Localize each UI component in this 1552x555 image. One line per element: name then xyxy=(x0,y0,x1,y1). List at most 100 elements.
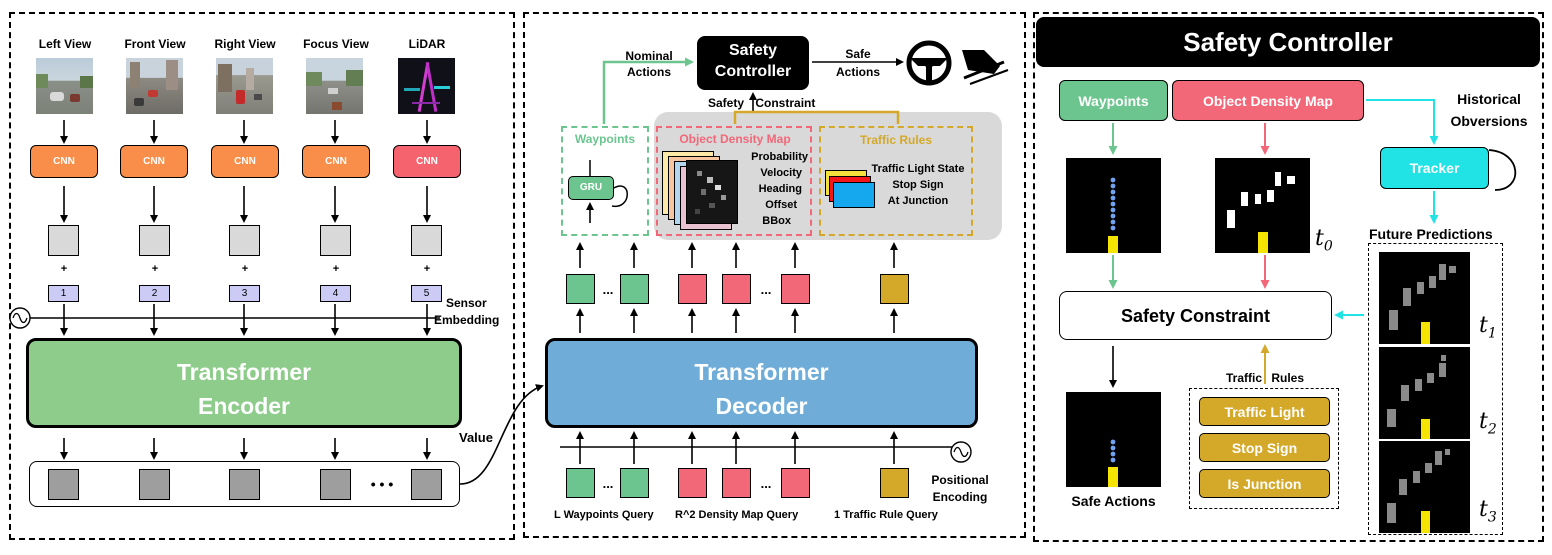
waypoint-query-token xyxy=(566,468,595,498)
density-query-token xyxy=(781,468,810,498)
future-predictions-label: Future Predictions xyxy=(1369,226,1493,242)
sensor-id-token: 4 xyxy=(320,285,351,302)
sensor-id-token: 3 xyxy=(229,285,260,302)
safety-controller-title: Safety Controller xyxy=(1183,27,1393,57)
positional-encoding-label: Positional xyxy=(931,473,989,487)
density-output-token xyxy=(722,274,751,304)
prediction-map-t1 xyxy=(1379,252,1470,344)
cnn-block-right: CNN xyxy=(211,145,279,178)
density-map-t0 xyxy=(1215,158,1310,253)
cnn-block-lidar: CNN xyxy=(393,145,461,178)
traffic-output-token xyxy=(880,274,909,304)
output-token xyxy=(139,469,170,500)
traffic-rule-layer xyxy=(833,182,875,208)
gru-block: GRU xyxy=(568,176,614,200)
output-token xyxy=(229,469,260,500)
density-output-token xyxy=(678,274,707,304)
density-query-label: R^2 Density Map Query xyxy=(675,509,799,521)
waypoint-output-token xyxy=(566,274,595,304)
safe-actions-map xyxy=(1066,392,1161,487)
prediction-map-t3 xyxy=(1379,441,1470,533)
focus-view-image xyxy=(306,58,363,114)
safe-actions-label: Actions xyxy=(835,65,880,79)
density-attribute: Velocity xyxy=(760,167,802,179)
output-token xyxy=(411,469,442,500)
rule-is-junction: Is Junction xyxy=(1199,469,1330,498)
dots: ... xyxy=(602,476,614,491)
time-label-t0: t0 xyxy=(1315,226,1333,255)
traffic-rule-item: Traffic Light State xyxy=(871,163,965,175)
feature-token xyxy=(229,225,260,256)
safety-controller-box: Safety Controller xyxy=(697,36,809,90)
tracker-box: Tracker xyxy=(1380,147,1489,189)
waypoint-output-token xyxy=(620,274,649,304)
decoder-panel xyxy=(523,12,1026,538)
traffic-rules-label: Traffic Rules xyxy=(1225,371,1305,385)
encoder-panel xyxy=(9,12,515,540)
safety-controller-panel xyxy=(1033,12,1544,542)
cnn-block-focus: CNN xyxy=(302,145,370,178)
historical-observations-label: Obversions xyxy=(1450,113,1528,129)
feature-token xyxy=(48,225,79,256)
view-label-front: Front View xyxy=(124,37,186,51)
traffic-rule-item: Stop Sign xyxy=(892,179,944,191)
sensor-embedding-label: Sensor xyxy=(446,296,487,310)
object-density-map-box: Object Density Map xyxy=(1172,80,1364,121)
rule-traffic-light: Traffic Light xyxy=(1199,397,1330,426)
value-label: Value xyxy=(459,430,493,445)
plus-sign: + xyxy=(151,263,159,275)
sensor-id-token: 5 xyxy=(411,285,442,302)
sensor-id-token: 1 xyxy=(48,285,79,302)
waypoints-head-box xyxy=(561,126,649,236)
density-attribute: Probability xyxy=(751,151,808,163)
dots: ... xyxy=(760,282,772,297)
safe-actions-label: Safe xyxy=(845,47,871,61)
prediction-map-t2 xyxy=(1379,347,1470,439)
traffic-rule-item: At Junction xyxy=(887,195,949,207)
traffic-query-token xyxy=(880,468,909,498)
output-token xyxy=(320,469,351,500)
positional-encoding-label: Encoding xyxy=(932,490,988,504)
plus-sign: + xyxy=(332,263,340,275)
nominal-actions-label: Nominal xyxy=(625,49,673,63)
sensor-id-token: 2 xyxy=(139,285,170,302)
traffic-rules-box xyxy=(1189,388,1339,509)
time-label-t2: t2 xyxy=(1479,409,1497,438)
safety-constraint-label: Safety Constraint xyxy=(708,96,816,110)
plus-sign: + xyxy=(423,263,431,275)
cnn-block-front: CNN xyxy=(120,145,188,178)
rule-stop-sign: Stop Sign xyxy=(1199,433,1330,462)
density-output-token xyxy=(781,274,810,304)
waypoints-head-label: Waypoints xyxy=(574,132,636,146)
cnn-block-left: CNN xyxy=(30,145,98,178)
view-label-lidar: LiDAR xyxy=(408,37,446,51)
view-label-focus: Focus View xyxy=(303,37,369,51)
output-token xyxy=(48,469,79,500)
view-label-right: Right View xyxy=(214,37,276,51)
plus-sign: + xyxy=(60,263,68,275)
waypoints-map xyxy=(1066,158,1161,253)
historical-observations-label: Historical xyxy=(1457,91,1521,107)
waypoints-box: Waypoints xyxy=(1059,80,1168,121)
ellipsis: • • • xyxy=(370,476,394,492)
future-predictions-box xyxy=(1368,243,1503,535)
waypoint-query-token xyxy=(620,468,649,498)
safety-controller-title-bar: Safety Controller xyxy=(1036,17,1540,67)
sensor-embedding-label: Embedding xyxy=(434,313,500,327)
traffic-query-label: 1 Traffic Rule Query xyxy=(834,509,938,521)
feature-token xyxy=(411,225,442,256)
feature-token xyxy=(320,225,351,256)
right-view-image xyxy=(216,58,273,114)
traffic-rules-head-box xyxy=(819,126,973,236)
waypoints-query-label: L Waypoints Query xyxy=(554,509,654,521)
safety-constraint-box: Safety Constraint xyxy=(1059,291,1332,340)
dots: ... xyxy=(760,476,772,491)
density-attribute: Offset xyxy=(765,199,797,211)
front-view-image xyxy=(126,58,183,114)
plus-sign: + xyxy=(241,263,249,275)
density-map-head-box xyxy=(656,126,812,236)
transformer-decoder: Transformer Decoder xyxy=(545,338,978,428)
safe-actions-label: Safe Actions xyxy=(1071,493,1156,509)
time-label-t1: t1 xyxy=(1479,313,1497,342)
time-label-t3: t3 xyxy=(1479,497,1497,526)
